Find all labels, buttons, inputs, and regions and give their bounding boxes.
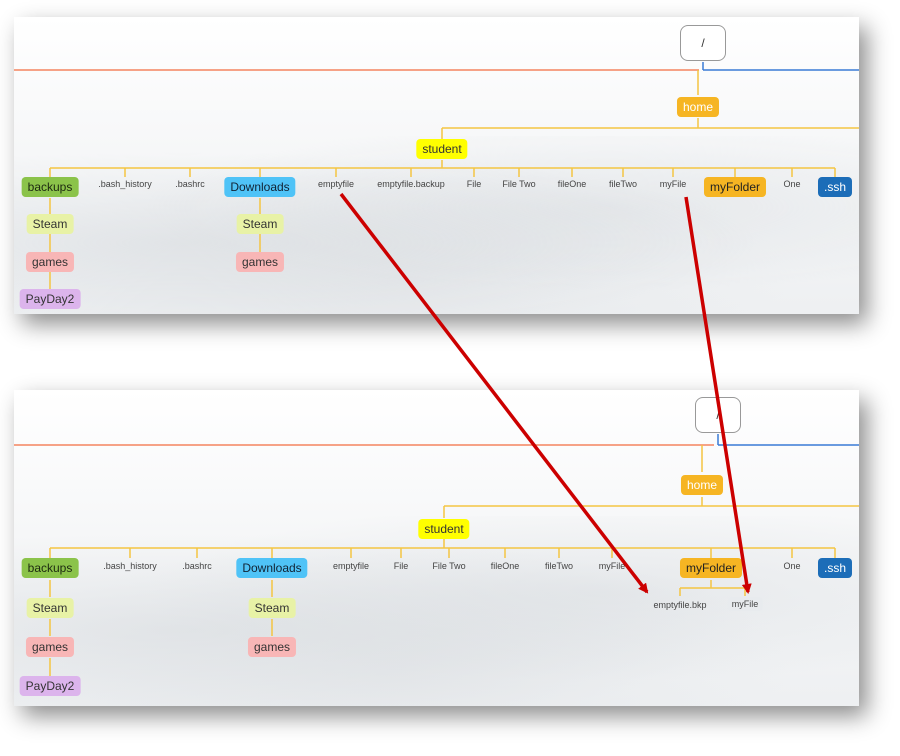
top-panel: / home student backups .bash_history .ba… bbox=[14, 17, 859, 314]
file-bash-history[interactable]: .bash_history bbox=[103, 561, 157, 571]
file-emptyfile[interactable]: emptyfile bbox=[332, 561, 370, 571]
root-node[interactable]: / bbox=[680, 25, 726, 61]
file-filetwo[interactable]: fileTwo bbox=[608, 179, 638, 189]
student-node[interactable]: student bbox=[416, 139, 468, 159]
folder-games[interactable]: games bbox=[247, 637, 297, 657]
home-node[interactable]: home bbox=[680, 475, 724, 495]
folder-downloads[interactable]: Downloads bbox=[224, 177, 296, 197]
folder-payday2[interactable]: PayDay2 bbox=[19, 289, 81, 309]
file-one[interactable]: One bbox=[783, 561, 801, 571]
file-bashrc[interactable]: .bashrc bbox=[182, 561, 212, 571]
file-emptyfile[interactable]: emptyfile bbox=[317, 179, 355, 189]
file-fileone[interactable]: fileOne bbox=[490, 561, 520, 571]
root-node[interactable]: / bbox=[695, 397, 741, 433]
student-node[interactable]: student bbox=[418, 519, 470, 539]
folder-backups[interactable]: backups bbox=[21, 177, 79, 197]
folder-games[interactable]: games bbox=[25, 252, 75, 272]
folder-myfolder[interactable]: myFolder bbox=[679, 558, 743, 578]
folder-payday2[interactable]: PayDay2 bbox=[19, 676, 81, 696]
file-file-two[interactable]: File Two bbox=[502, 179, 536, 189]
file-file[interactable]: File bbox=[466, 179, 482, 189]
file-fileone[interactable]: fileOne bbox=[557, 179, 587, 189]
top-connectors bbox=[14, 62, 859, 289]
file-myfile[interactable]: myFile bbox=[659, 179, 687, 189]
folder-myfolder[interactable]: myFolder bbox=[703, 177, 767, 197]
file-bash-history[interactable]: .bash_history bbox=[98, 179, 152, 189]
file-emptyfile-backup[interactable]: emptyfile.backup bbox=[377, 179, 445, 189]
file-one[interactable]: One bbox=[783, 179, 801, 189]
file-bashrc[interactable]: .bashrc bbox=[175, 179, 205, 189]
folder-ssh[interactable]: .ssh bbox=[817, 558, 853, 578]
file-file-two[interactable]: File Two bbox=[432, 561, 466, 571]
file-emptyfile-bkp[interactable]: emptyfile.bkp bbox=[653, 600, 707, 610]
file-filetwo[interactable]: fileTwo bbox=[544, 561, 574, 571]
folder-steam[interactable]: Steam bbox=[236, 214, 284, 234]
folder-steam[interactable]: Steam bbox=[26, 598, 74, 618]
folder-steam[interactable]: Steam bbox=[248, 598, 296, 618]
folder-downloads[interactable]: Downloads bbox=[236, 558, 308, 578]
folder-steam[interactable]: Steam bbox=[26, 214, 74, 234]
folder-games[interactable]: games bbox=[25, 637, 75, 657]
folder-backups[interactable]: backups bbox=[21, 558, 79, 578]
bottom-panel: / home student backups .bash_history .ba… bbox=[14, 390, 859, 706]
bottom-connectors bbox=[14, 434, 859, 676]
home-node[interactable]: home bbox=[676, 97, 720, 117]
file-file[interactable]: File bbox=[393, 561, 409, 571]
folder-ssh[interactable]: .ssh bbox=[817, 177, 853, 197]
folder-games[interactable]: games bbox=[235, 252, 285, 272]
file-myfile-moved[interactable]: myFile bbox=[727, 597, 763, 611]
file-myfile[interactable]: myFile bbox=[598, 561, 626, 571]
